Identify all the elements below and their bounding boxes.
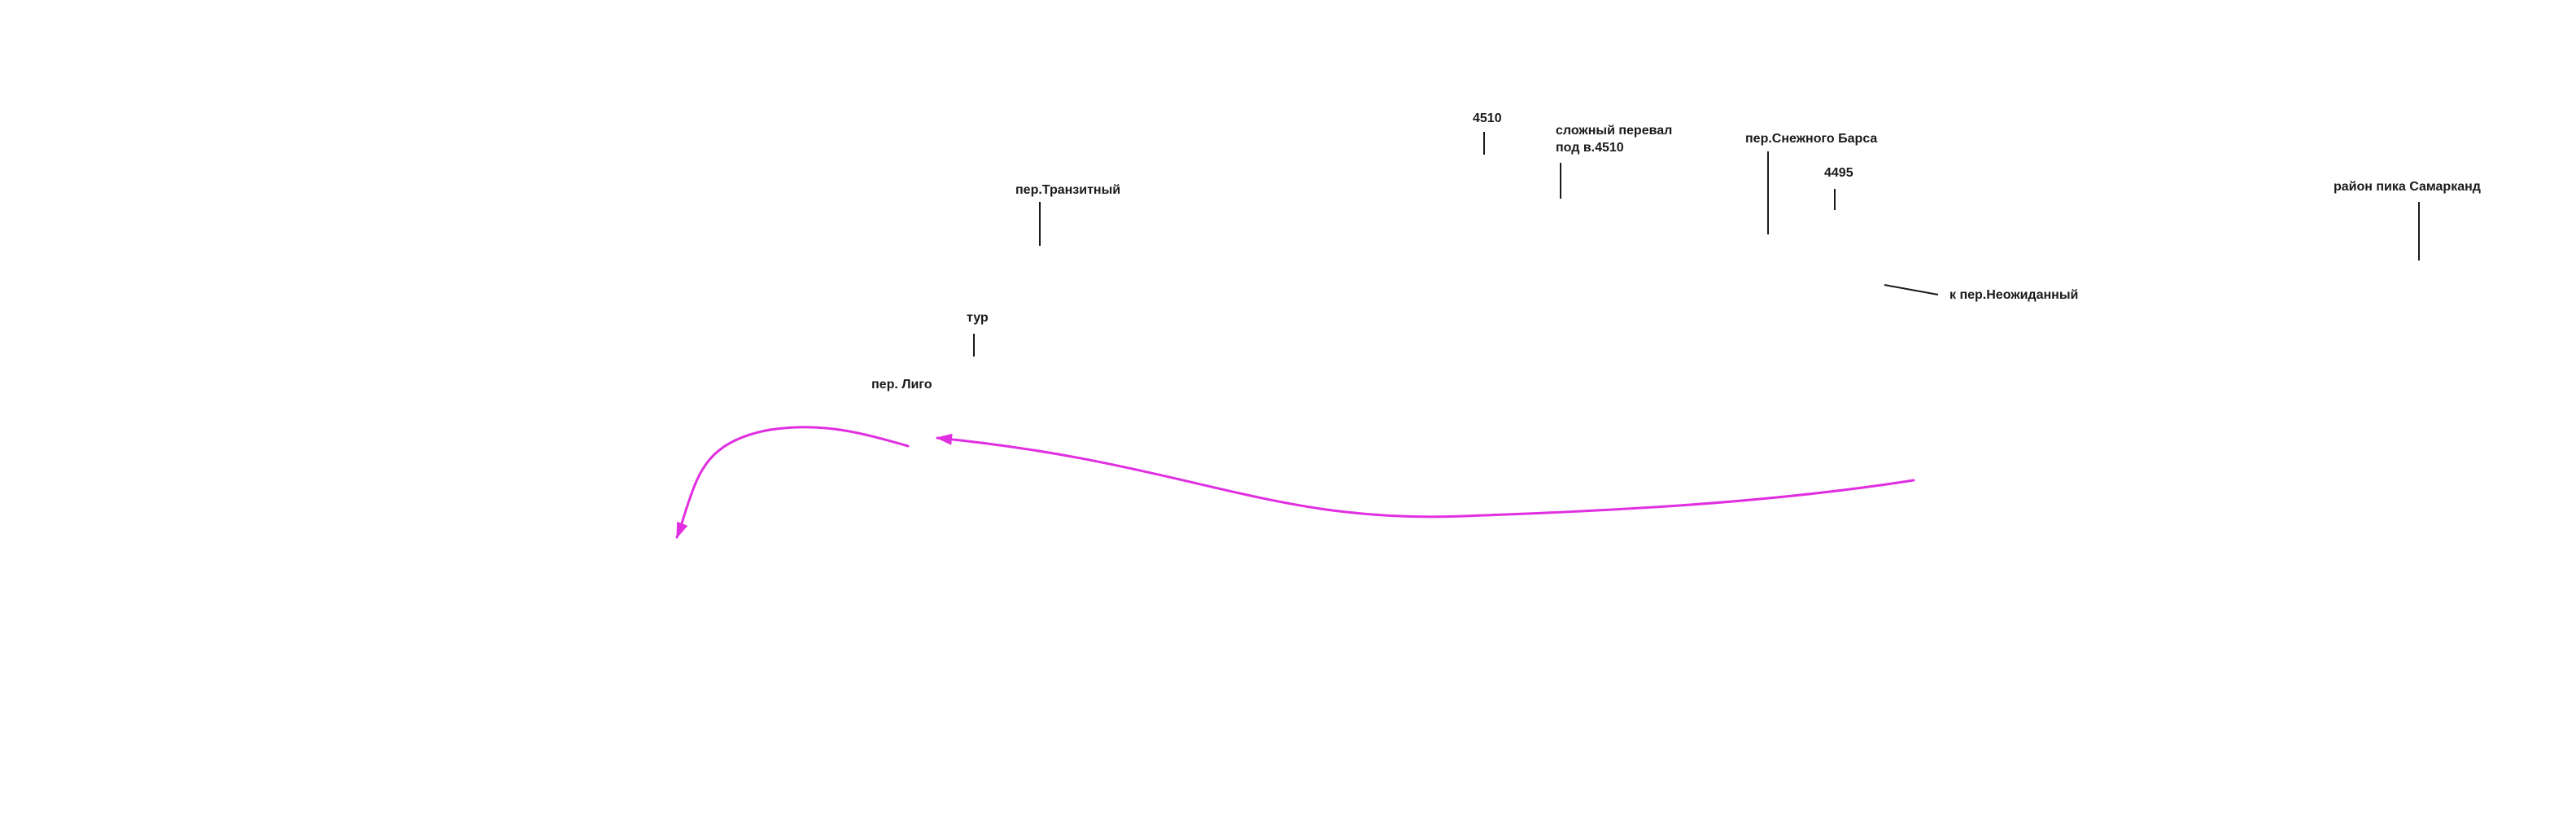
label-transit-pass: пер.Транзитный xyxy=(1015,183,1121,197)
label-hard-pass: сложный перевал под в.4510 xyxy=(1556,122,1672,156)
label-peak-4510: 4510 xyxy=(1473,112,1502,125)
label-samarkand-peak-area: район пика Самарканд xyxy=(2334,180,2481,194)
label-hard-pass-line1: сложный перевал xyxy=(1556,124,1673,138)
label-peak-4495: 4495 xyxy=(1824,166,1853,180)
label-ligo-pass: пер. Лиго xyxy=(871,378,932,392)
route-line-east xyxy=(936,433,1915,519)
leader-line-unexpected-pass xyxy=(1884,284,1939,295)
label-snow-leopard-pass: пер.Снежного Барса xyxy=(1745,132,1878,146)
route-line-west xyxy=(675,426,910,539)
label-to-unexpected-pass: к пер.Неожиданный xyxy=(1949,288,2079,302)
label-cairn: тур xyxy=(967,311,989,325)
label-hard-pass-line2: под в.4510 xyxy=(1556,141,1624,155)
